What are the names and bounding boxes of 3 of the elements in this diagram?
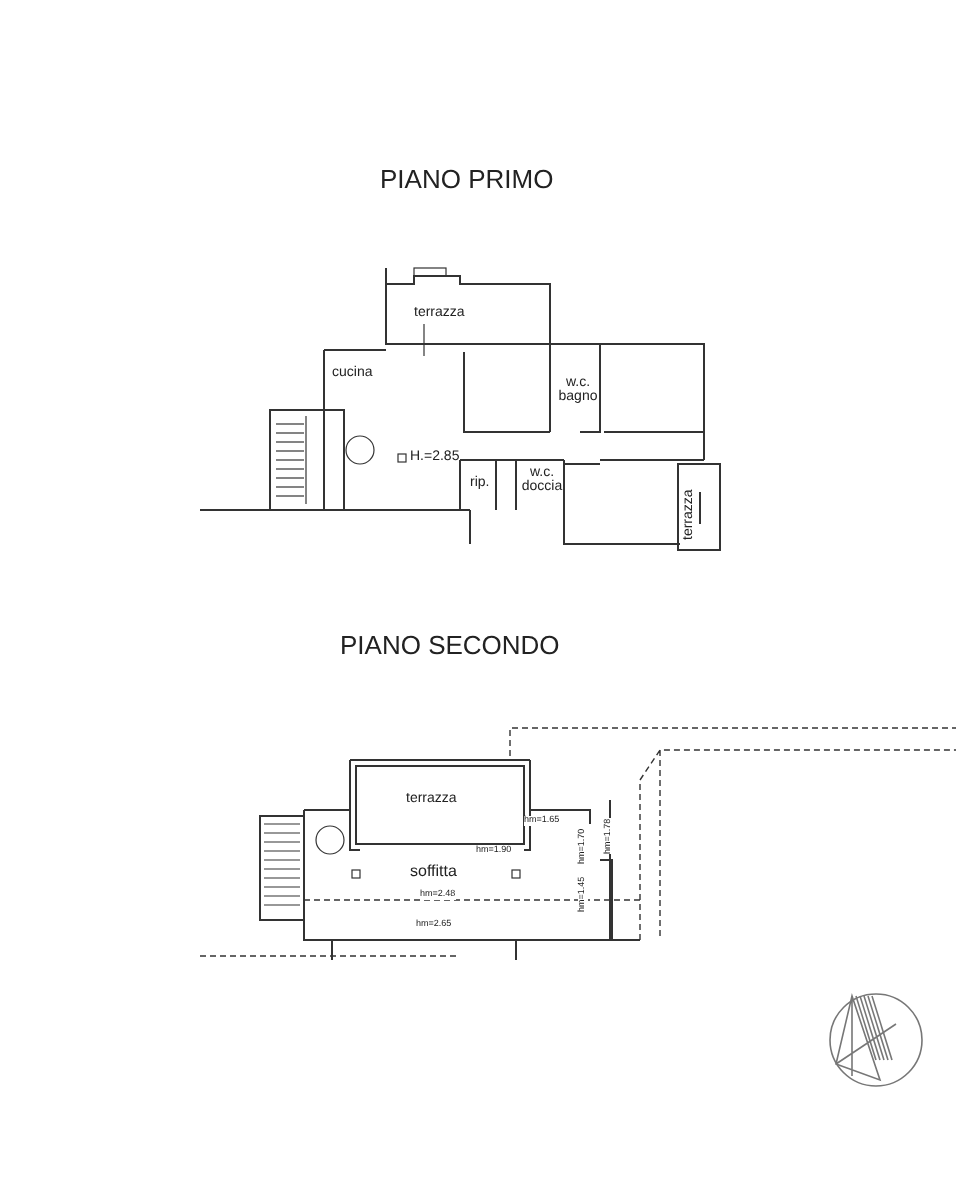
room-label: soffitta	[410, 864, 457, 881]
floor-heading: PIANO SECONDO	[340, 632, 560, 660]
floor-heading: PIANO PRIMO	[380, 166, 554, 194]
